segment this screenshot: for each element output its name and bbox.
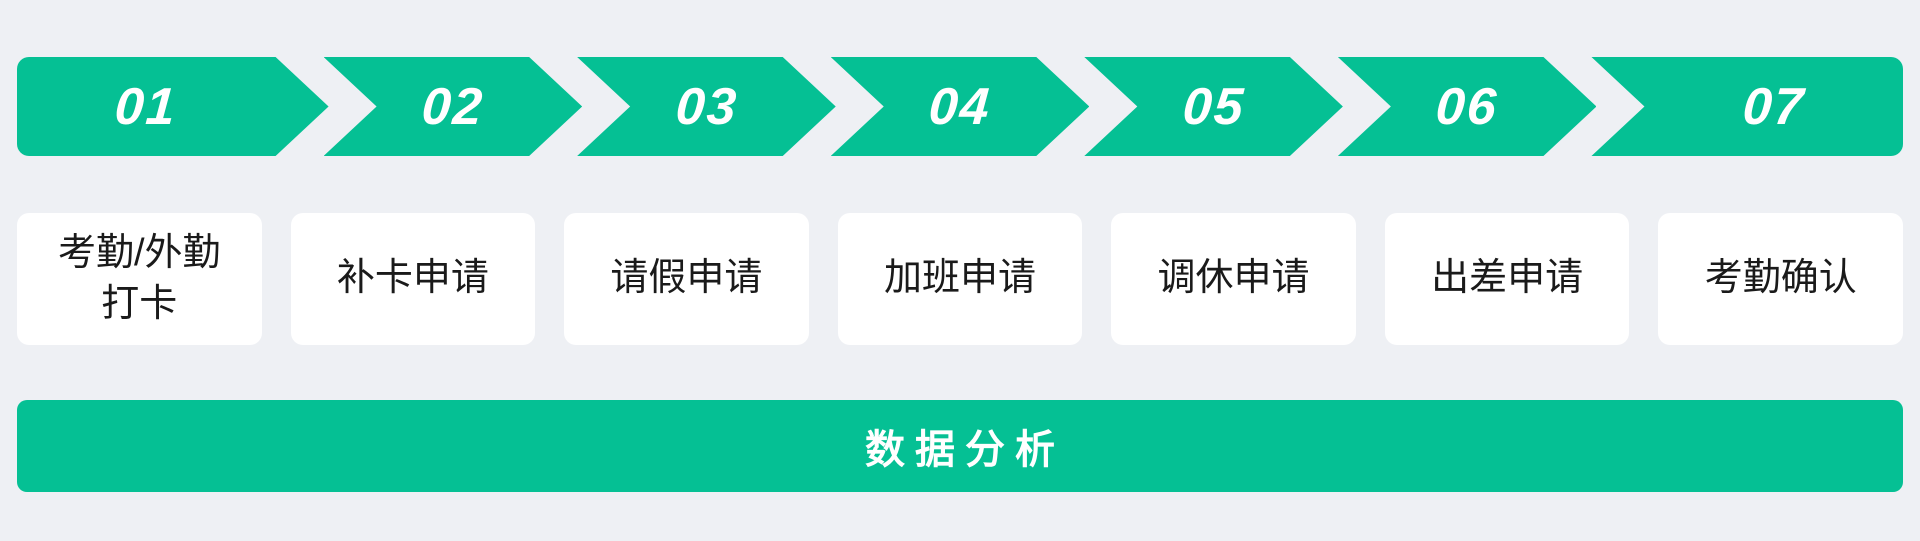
step-card-comp-leave-request: 调休申请 [1111,213,1356,345]
step-card-label-line: 出差申请 [1431,257,1584,300]
step-card-business-trip-request: 出差申请 [1384,213,1630,345]
step-card-label-line: 打卡 [101,283,178,325]
process-flow-diagram: 01 02 03 04 05 06 07 考勤/外勤 打卡 补卡申请 请假申请 [17,57,1904,492]
step-arrow-02: 02 [324,57,583,156]
step-card-attendance-confirm: 考勤确认 [1658,213,1903,345]
step-arrow-07: 07 [1591,57,1904,156]
step-arrow-03: 03 [577,57,836,156]
step-arrow-06: 06 [1338,57,1597,156]
step-arrow-04: 04 [831,57,1090,156]
step-number-01: 01 [113,77,180,136]
step-number-04: 04 [927,77,993,136]
step-number-06: 06 [1434,77,1501,136]
step-arrow-01: 01 [17,57,329,156]
step-number-02: 02 [419,77,486,136]
step-number-03: 03 [673,77,740,136]
summary-bar-label: 数据分析 [865,428,1065,472]
step-card-label-line: 考勤确认 [1704,257,1857,300]
step-card-label-line: 考勤/外勤 [58,231,221,274]
step-number-07: 07 [1740,77,1807,136]
step-card-label-line: 补卡申请 [336,257,489,300]
step-card-attendance-clockin: 考勤/外勤 打卡 [17,213,262,345]
step-card-label-line: 加班申请 [883,257,1036,300]
step-card-overtime-request: 加班申请 [837,213,1083,345]
data-analysis-summary-bar: 数据分析 [17,400,1903,492]
step-arrows-row: 01 02 03 04 05 06 07 [17,57,1904,156]
step-card-leave-request: 请假申请 [564,213,809,345]
step-card-label-line: 调休申请 [1157,257,1310,300]
step-arrow-05: 05 [1084,57,1343,156]
step-cards-row: 考勤/外勤 打卡 补卡申请 请假申请 加班申请 调休申请 出差申请 考勤确认 [17,213,1903,345]
step-number-05: 05 [1180,77,1247,136]
step-card-card-reissue: 补卡申请 [290,213,536,345]
step-card-label-line: 请假申请 [610,257,763,300]
